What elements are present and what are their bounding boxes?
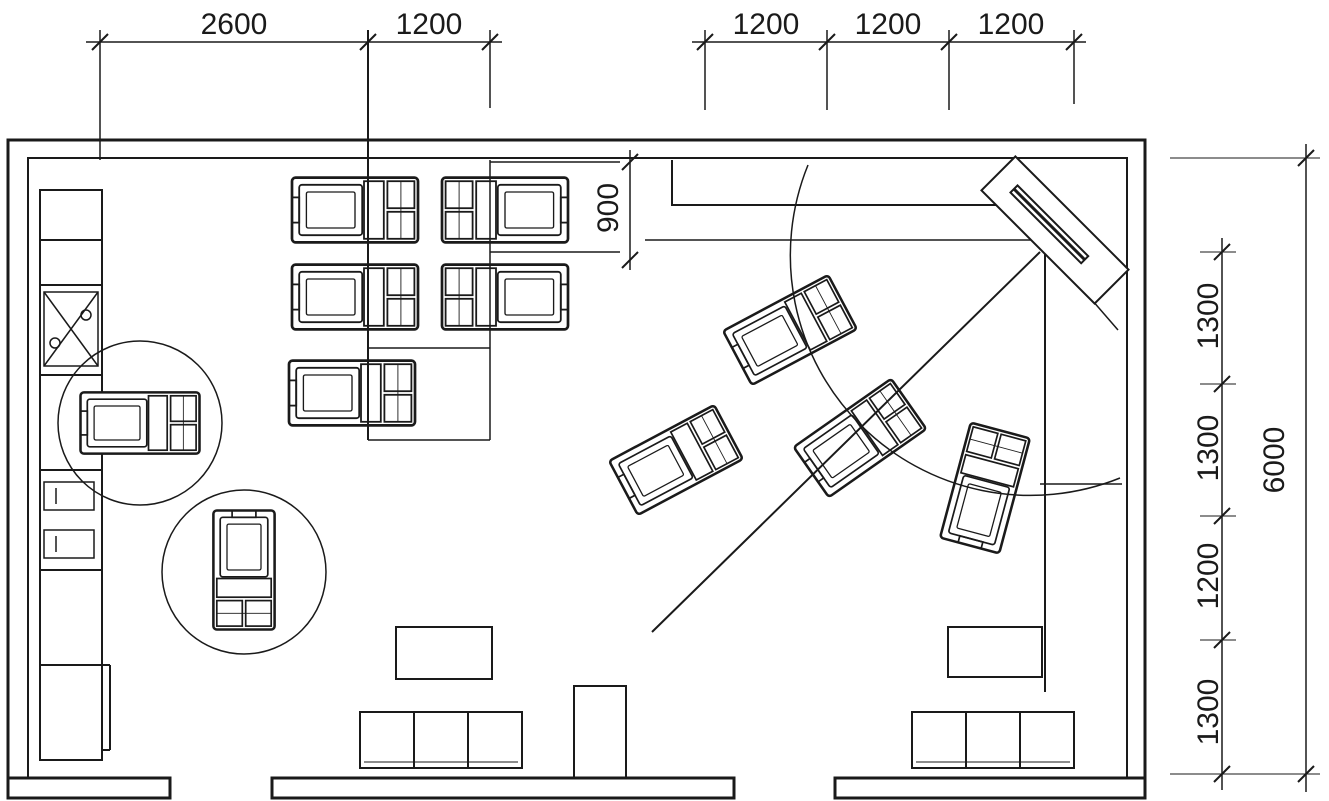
dim-1200-d: 1200	[978, 8, 1045, 41]
dimension-top-right: 1200 1200 1200	[692, 8, 1086, 110]
left-cabinets	[39, 189, 111, 761]
dimension-right-total: 6000	[1170, 144, 1320, 792]
chair-left-wall	[79, 391, 201, 455]
chair-grid-guides	[367, 30, 620, 441]
chair-grid-1	[290, 176, 420, 244]
chair-diag-3	[792, 377, 928, 499]
furniture-bottom	[359, 626, 1075, 779]
dim-900: 900	[592, 183, 625, 233]
dimension-900: 900	[592, 150, 639, 270]
dim-1200-b: 1200	[733, 8, 800, 41]
circular-zones	[57, 340, 327, 655]
dimension-right-inner: 1300 1300 1200 1300	[1192, 238, 1236, 790]
bench-left	[359, 711, 523, 769]
dim-1200-c: 1200	[855, 8, 922, 41]
dim-6000: 6000	[1258, 427, 1291, 494]
chair-grid-5	[287, 359, 417, 427]
chair-grid-2	[440, 176, 570, 244]
chair-grid-4	[440, 263, 570, 331]
dimension-top-left: 2600 1200	[86, 8, 502, 160]
dim-2600: 2600	[201, 8, 268, 41]
right-structure	[645, 155, 1130, 692]
chair-diag-4	[938, 421, 1032, 555]
chair-left-lower	[212, 509, 276, 631]
dim-1300-c: 1300	[1192, 679, 1225, 746]
chair-grid-3	[290, 263, 420, 331]
dim-1300-b: 1300	[1192, 415, 1225, 482]
dim-1200-e: 1200	[1192, 543, 1225, 610]
dental-chairs	[79, 176, 1032, 631]
chair-diag-2	[607, 403, 745, 517]
dim-1200-a: 1200	[396, 8, 463, 41]
chair-diag-1	[721, 273, 859, 387]
dim-1300-a: 1300	[1192, 283, 1225, 350]
bench-right	[911, 711, 1075, 769]
walls	[6, 138, 1147, 800]
